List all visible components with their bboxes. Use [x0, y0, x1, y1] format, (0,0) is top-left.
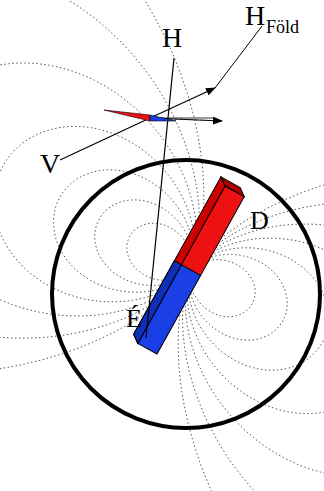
compass-needle — [104, 110, 176, 121]
bar-magnet — [131, 177, 247, 354]
pole-label: D — [250, 208, 269, 234]
hfold-vector — [150, 88, 215, 118]
h-label: H — [245, 2, 265, 30]
subscript-label: Föld — [266, 18, 299, 36]
field-line — [188, 248, 324, 370]
hfold-leader — [215, 26, 262, 88]
field-line — [187, 238, 324, 413]
axis-line — [146, 58, 174, 338]
earth-circle — [52, 160, 320, 428]
pole-label: É — [126, 306, 142, 332]
v-label: V — [40, 150, 60, 178]
v-leader — [60, 118, 150, 160]
field-line — [0, 0, 204, 374]
h-label: H — [162, 24, 182, 52]
